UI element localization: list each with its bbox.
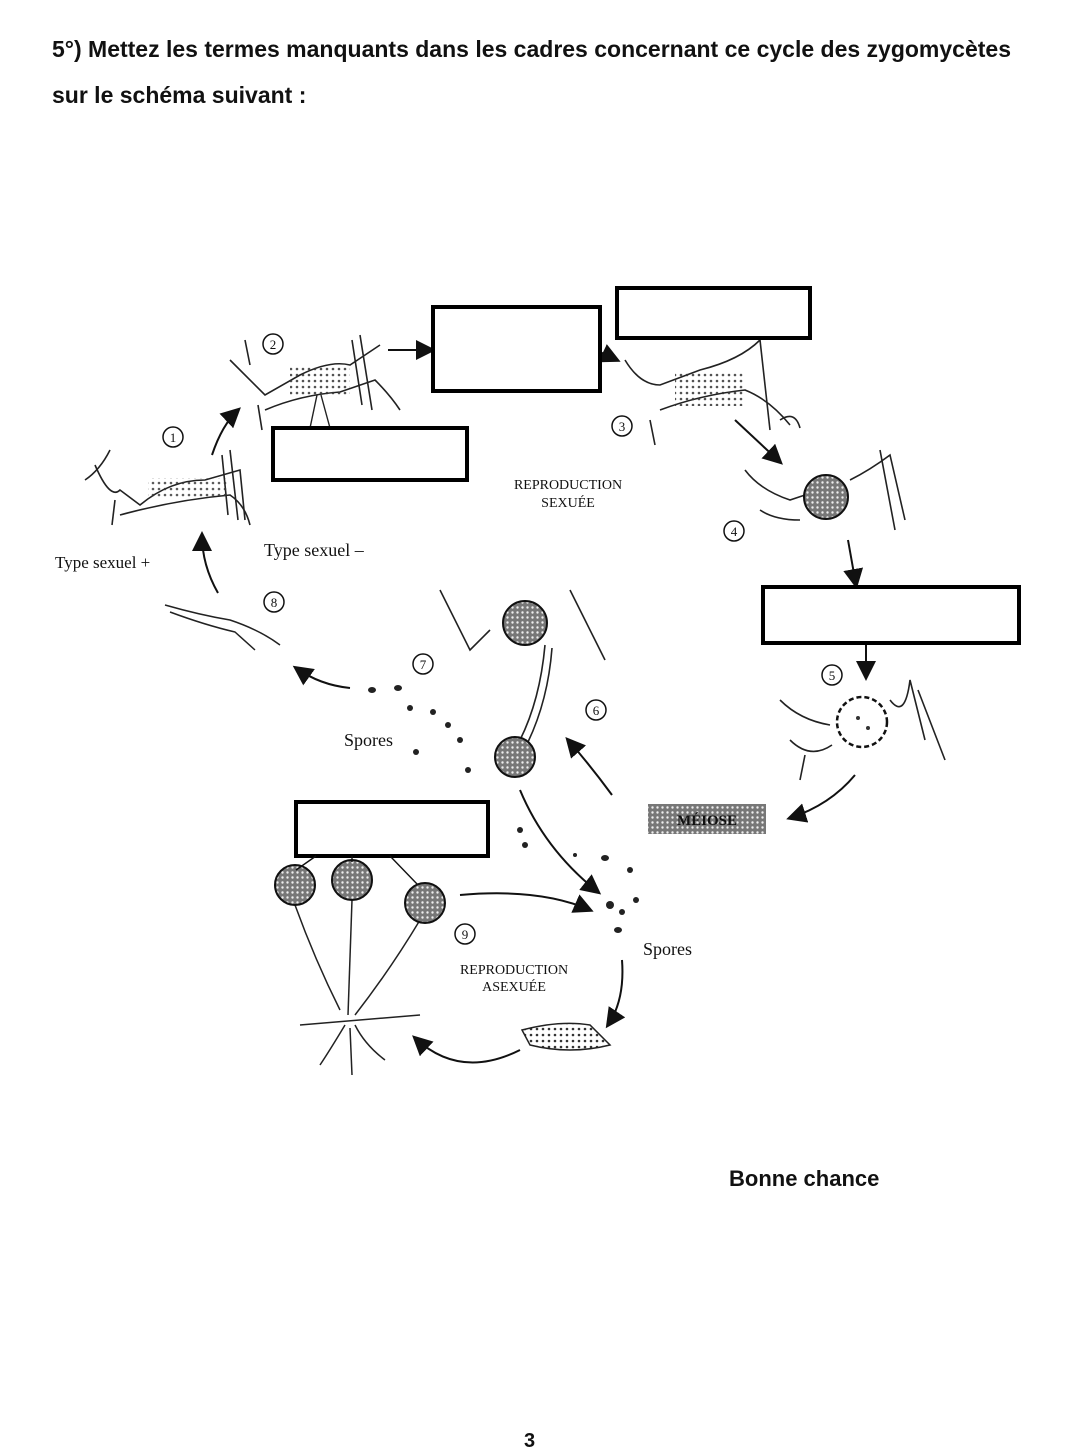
cycle-arrows (192, 340, 876, 1064)
asexual-reproduction-label-line2: ASEXUÉE (482, 978, 546, 995)
meiosis-label: MÉIOSE (677, 812, 737, 829)
arrow-8-to-1 (192, 531, 219, 594)
arrow-spores-to-germination (605, 959, 626, 1029)
sexual-reproduction-label-line1: REPRODUCTION (514, 478, 622, 493)
answer-box-4[interactable] (761, 585, 1021, 645)
arrow-1-to-2 (211, 407, 241, 456)
step-marker-8: 8 (263, 591, 285, 613)
arrow-4-to-box (843, 539, 864, 589)
step-marker-3: 3 (611, 415, 633, 437)
type-minus-label: Type sexuel – (264, 540, 365, 560)
svg-text:6: 6 (593, 703, 600, 718)
step-marker-6: 6 (585, 699, 607, 721)
arrow-5-to-meiosis (786, 774, 856, 823)
step-marker-1: 1 (162, 426, 184, 448)
answer-box-1[interactable] (271, 426, 469, 482)
arrow-6-to-spores (519, 789, 602, 895)
svg-text:5: 5 (829, 668, 836, 683)
germinating-spore-hypha (520, 1022, 612, 1051)
germinating-zygospore-stage-6 (439, 589, 606, 743)
step-marker-4: 4 (723, 520, 745, 542)
spore-cluster-right (517, 827, 639, 933)
spore-germination-stage-8 (164, 604, 281, 651)
meiosis-label-background (648, 804, 766, 834)
step-marker-9: 9 (454, 923, 476, 945)
page-number: 3 (524, 1430, 536, 1452)
step-marker-7: 7 (412, 653, 434, 675)
arrow-germination-to-sporangia (412, 1035, 521, 1064)
answer-box-3[interactable] (615, 286, 812, 340)
closing-text: Bonne chance (729, 1166, 880, 1191)
arrow-box-to-3 (598, 344, 621, 363)
answer-box-2[interactable] (431, 305, 602, 393)
zygospore-stage-5 (779, 679, 946, 781)
type-plus-label: Type sexuel + (55, 553, 150, 572)
sporangiophores (294, 899, 421, 1076)
arrow-3-to-4 (734, 419, 783, 465)
spores-label-left: Spores (344, 730, 393, 750)
spore-cluster-left (368, 685, 471, 773)
svg-text:8: 8 (271, 595, 278, 610)
answer-box-5[interactable] (294, 800, 490, 858)
zygospore-stage-4 (744, 449, 906, 531)
svg-text:9: 9 (462, 927, 469, 942)
svg-text:4: 4 (731, 524, 738, 539)
sexual-reproduction-label-line2: SEXUÉE (541, 494, 595, 511)
spores-label-right: Spores (643, 939, 692, 959)
step-markers: 1 2 3 4 5 6 7 8 (162, 333, 843, 945)
arrow-meiosis-to-6 (565, 736, 613, 796)
answer-boxes[interactable] (271, 286, 1021, 858)
svg-text:3: 3 (619, 419, 626, 434)
step-marker-5: 5 (821, 664, 843, 686)
svg-text:7: 7 (420, 657, 427, 672)
arrow-7-to-8 (292, 665, 351, 689)
svg-text:2: 2 (270, 337, 277, 352)
question-text: 5°) Mettez les termes manquants dans les… (52, 36, 1012, 108)
svg-text:1: 1 (170, 430, 177, 445)
step-marker-2: 2 (262, 333, 284, 355)
asexual-reproduction-label-line1: REPRODUCTION (460, 963, 568, 978)
arrow-sporangia-to-spores (459, 892, 594, 913)
